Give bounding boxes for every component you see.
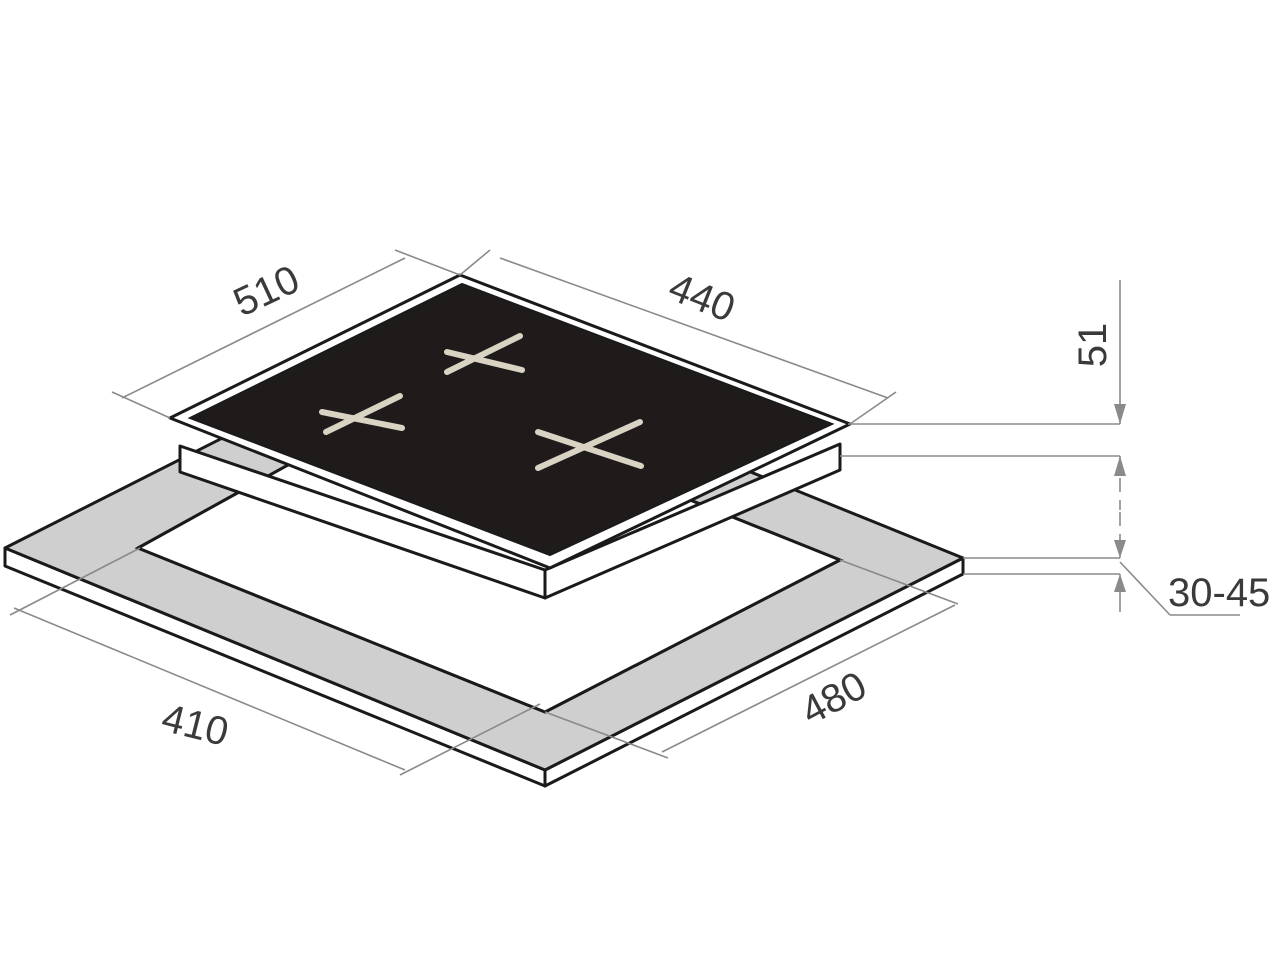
burner-marks — [319, 333, 644, 471]
hob-body-side-right — [543, 442, 842, 600]
dimension-label-410: 410 — [157, 696, 232, 755]
burner-mark-rear — [444, 333, 525, 375]
dimension-hob-height: 51 — [840, 280, 1126, 510]
hob-glass-top — [187, 282, 835, 557]
hob — [168, 273, 852, 600]
dimension-counter-thickness: 30-45 — [963, 512, 1270, 616]
dimension-hob-width: 510 — [111, 249, 461, 419]
dimension-label-51: 51 — [1071, 323, 1115, 368]
dimension-label-510: 510 — [227, 257, 306, 325]
dimension-label-30-45: 30-45 — [1168, 571, 1270, 615]
burner-mark-right — [535, 419, 644, 471]
burner-mark-left — [319, 393, 405, 435]
dimension-label-480: 480 — [794, 663, 874, 733]
